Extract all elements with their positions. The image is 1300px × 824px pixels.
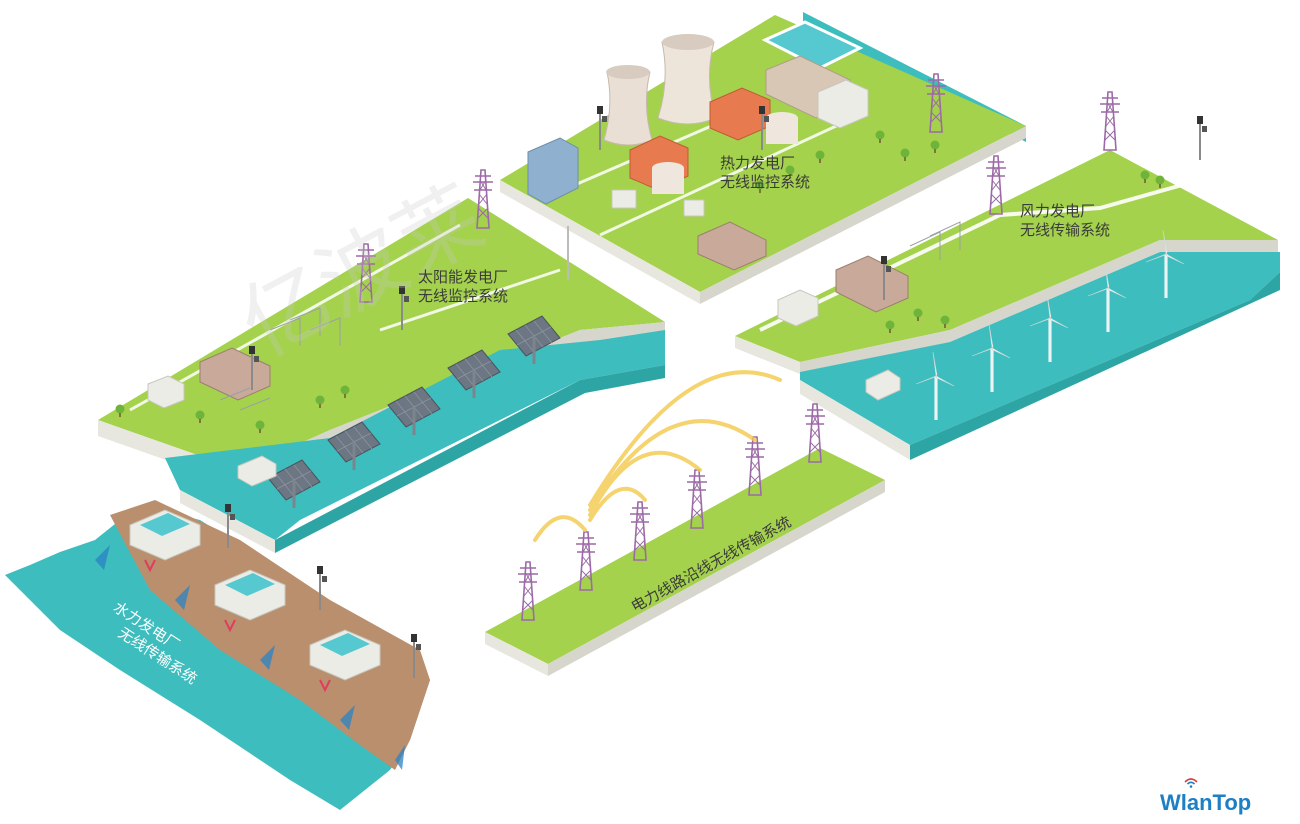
wind-water [800, 252, 1280, 445]
wind-plant [735, 91, 1280, 460]
wifi-signal-icon [533, 370, 782, 542]
brand-logo: WlanTop [1160, 790, 1252, 815]
thermal-plant [500, 12, 1026, 304]
wind-label-line1: 风力发电厂 [1020, 202, 1096, 220]
thermal-label-line2: 无线监控系统 [720, 173, 811, 191]
wifi-signal-icon [1184, 778, 1198, 788]
thermal-plant-label: 热力发电厂 无线监控系统 [720, 154, 810, 192]
hydro-plant [5, 500, 430, 810]
hydro-dam [110, 500, 430, 770]
hydro-water [5, 510, 430, 810]
thermal-grass [500, 15, 1026, 292]
cooling-tower-icon [603, 34, 717, 146]
powerline-grass [485, 448, 885, 664]
antenna-icon [1196, 115, 1208, 161]
wind-plant-label: 风力发电厂 无线传输系统 [1020, 202, 1110, 240]
power-line-strip [485, 370, 885, 676]
wind-label-line2: 无线传输系统 [1020, 221, 1111, 239]
solar-label-line1: 太阳能发电厂 [418, 268, 509, 286]
solar-plant-label: 太阳能发电厂 无线监控系统 [418, 268, 508, 306]
solar-grass [98, 198, 665, 470]
solar-plant [98, 169, 665, 553]
thermal-label-line1: 热力发电厂 [720, 154, 796, 172]
solar-label-line2: 无线监控系统 [418, 287, 509, 305]
power-tower-icon [1099, 91, 1121, 151]
